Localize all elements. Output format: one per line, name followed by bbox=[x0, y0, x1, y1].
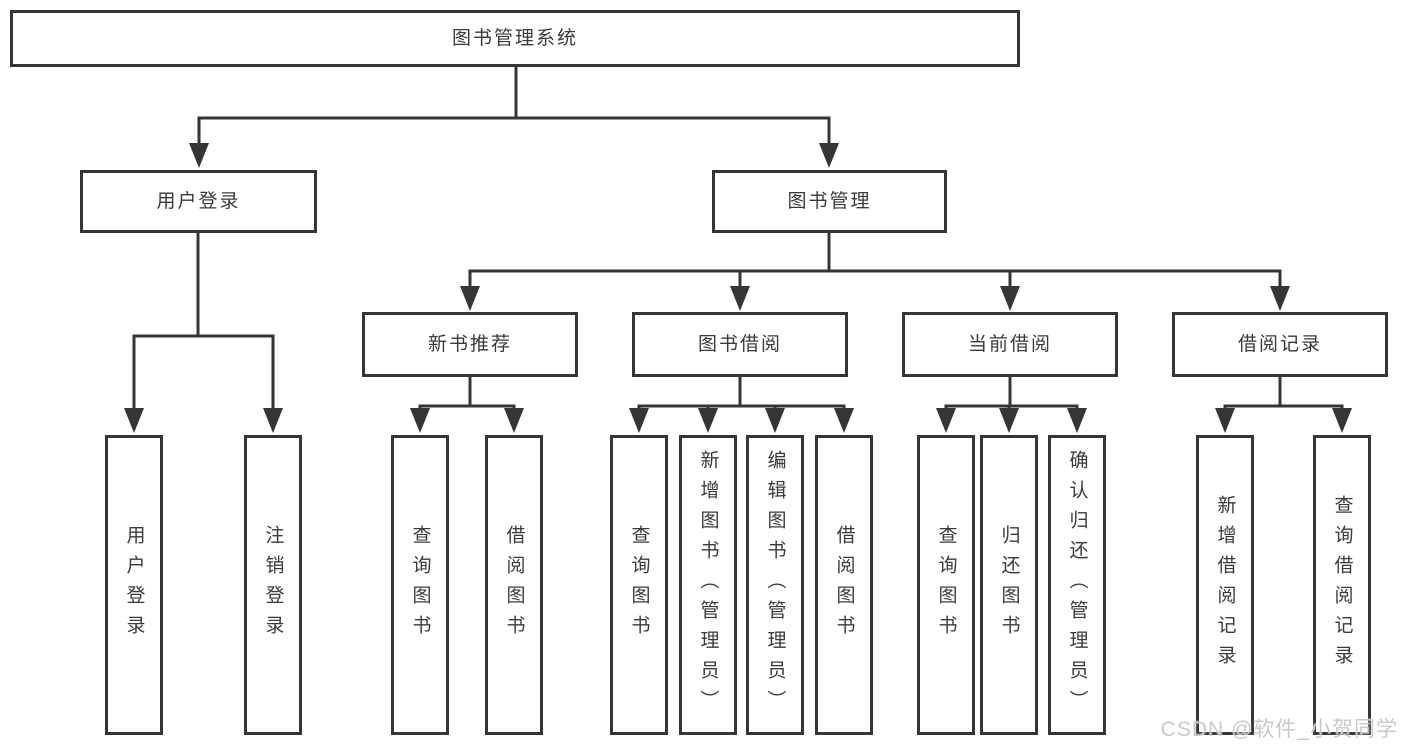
leaf-add-borrow-record: 新增借阅记录 bbox=[1196, 435, 1254, 735]
root-node-library-system: 图书管理系统 bbox=[10, 10, 1020, 67]
leaf-confirm-return-admin-label: 确认归还（管理员） bbox=[1066, 450, 1088, 720]
node-book-management-label: 图书管理 bbox=[787, 191, 872, 212]
node-current-borrowing: 当前借阅 bbox=[902, 312, 1118, 377]
leaf-query-books-1-label: 查询图书 bbox=[409, 525, 431, 645]
leaf-logout-label: 注销登录 bbox=[262, 525, 284, 645]
leaf-add-book-admin: 新增图书（管理员） bbox=[679, 435, 737, 735]
leaf-borrow-books-1-label: 借阅图书 bbox=[503, 525, 525, 645]
leaf-return-book-label: 归还图书 bbox=[998, 525, 1020, 645]
root-node-label: 图书管理系统 bbox=[451, 28, 578, 49]
leaf-query-borrow-record-label: 查询借阅记录 bbox=[1331, 495, 1353, 675]
leaf-query-books-3-label: 查询图书 bbox=[935, 525, 957, 645]
leaf-user-login-label: 用户登录 bbox=[123, 525, 145, 645]
node-new-book-recommend: 新书推荐 bbox=[362, 312, 578, 377]
leaf-add-borrow-record-label: 新增借阅记录 bbox=[1214, 495, 1236, 675]
node-borrowing-records: 借阅记录 bbox=[1172, 312, 1388, 377]
node-new-book-recommend-label: 新书推荐 bbox=[427, 334, 512, 355]
leaf-add-book-admin-label: 新增图书（管理员） bbox=[697, 450, 719, 720]
leaf-query-books-1: 查询图书 bbox=[391, 435, 449, 735]
leaf-borrow-books-2: 借阅图书 bbox=[815, 435, 873, 735]
leaf-logout: 注销登录 bbox=[244, 435, 302, 735]
node-user-login: 用户登录 bbox=[80, 170, 317, 233]
leaf-query-books-2: 查询图书 bbox=[610, 435, 668, 735]
leaf-query-books-3: 查询图书 bbox=[917, 435, 975, 735]
node-book-borrowing-label: 图书借阅 bbox=[697, 334, 782, 355]
node-current-borrowing-label: 当前借阅 bbox=[967, 334, 1052, 355]
leaf-borrow-books-1: 借阅图书 bbox=[485, 435, 543, 735]
leaf-confirm-return-admin: 确认归还（管理员） bbox=[1048, 435, 1106, 735]
leaf-edit-book-admin-label: 编辑图书（管理员） bbox=[764, 450, 786, 720]
node-user-login-label: 用户登录 bbox=[156, 191, 241, 212]
leaf-edit-book-admin: 编辑图书（管理员） bbox=[746, 435, 804, 735]
leaf-query-borrow-record: 查询借阅记录 bbox=[1313, 435, 1371, 735]
leaf-return-book: 归还图书 bbox=[980, 435, 1038, 735]
csdn-watermark: CSDN @软件_小贺同学 bbox=[1160, 718, 1398, 741]
leaf-user-login: 用户登录 bbox=[105, 435, 163, 735]
leaf-query-books-2-label: 查询图书 bbox=[628, 525, 650, 645]
leaf-borrow-books-2-label: 借阅图书 bbox=[833, 525, 855, 645]
node-book-management: 图书管理 bbox=[712, 170, 947, 233]
node-borrowing-records-label: 借阅记录 bbox=[1237, 334, 1322, 355]
node-book-borrowing: 图书借阅 bbox=[632, 312, 848, 377]
